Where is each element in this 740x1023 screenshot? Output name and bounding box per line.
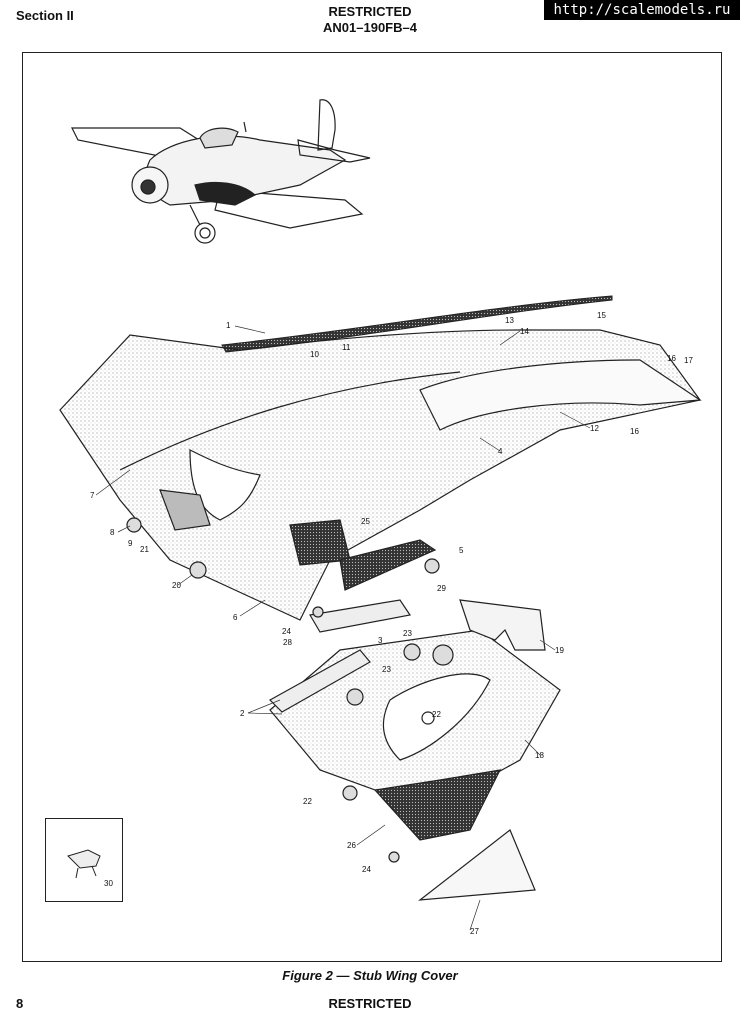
callout-19: 19	[555, 646, 564, 655]
callout-17: 17	[684, 356, 693, 365]
document-header: RESTRICTED AN01–190FB–4	[250, 4, 490, 36]
callout-26: 26	[347, 841, 356, 850]
callout-5: 5	[459, 546, 464, 555]
callout-22b: 22	[303, 797, 312, 806]
callout-labels: 1 2 3 4 5 6 7 8 9 10 11 12 13 14 15 16 1…	[90, 311, 693, 936]
callout-20: 20	[172, 581, 181, 590]
callout-21: 21	[140, 545, 149, 554]
inset-detail: 30	[67, 849, 113, 888]
figure-caption: Figure 2 — Stub Wing Cover	[282, 968, 458, 983]
leader-lines	[95, 325, 591, 931]
callout-30: 30	[104, 879, 113, 888]
callout-22: 22	[432, 710, 441, 719]
source-watermark: http://scalemodels.ru	[544, 0, 740, 20]
callout-16: 16	[667, 354, 676, 363]
callout-12: 12	[590, 424, 599, 433]
callout-18: 18	[535, 751, 544, 760]
callout-28: 28	[283, 638, 292, 647]
callout-3: 3	[378, 636, 383, 645]
callout-1: 1	[226, 321, 231, 330]
callout-23: 23	[403, 629, 412, 638]
classification-footer: RESTRICTED	[328, 996, 412, 1011]
callout-11: 11	[342, 343, 351, 352]
callout-6: 6	[233, 613, 238, 622]
callout-16b: 16	[630, 427, 639, 436]
callout-13: 13	[505, 316, 514, 325]
stub-wing-panel	[59, 329, 702, 621]
lower-cover-assembly	[126, 517, 561, 901]
section-label: Section II	[16, 8, 74, 23]
callout-29: 29	[437, 584, 446, 593]
wing-fillet-strip	[221, 295, 613, 353]
inset-frame	[45, 818, 123, 902]
callout-9: 9	[128, 539, 133, 548]
document-number: AN01–190FB–4	[323, 20, 417, 35]
classification-header: RESTRICTED	[328, 4, 412, 19]
callout-24b: 24	[362, 865, 371, 874]
callout-23b: 23	[382, 665, 391, 674]
callout-24: 24	[282, 627, 291, 636]
callout-15: 15	[597, 311, 606, 320]
page-number: 8	[16, 996, 24, 1011]
figure-frame	[22, 52, 722, 962]
callout-8: 8	[110, 528, 115, 537]
aircraft-drawing	[71, 99, 371, 244]
callout-25: 25	[361, 517, 370, 526]
callout-4: 4	[498, 447, 503, 456]
callout-7: 7	[90, 491, 95, 500]
callout-27: 27	[470, 927, 479, 936]
callout-2: 2	[240, 709, 245, 718]
callout-10: 10	[310, 350, 319, 359]
callout-14: 14	[520, 327, 529, 336]
